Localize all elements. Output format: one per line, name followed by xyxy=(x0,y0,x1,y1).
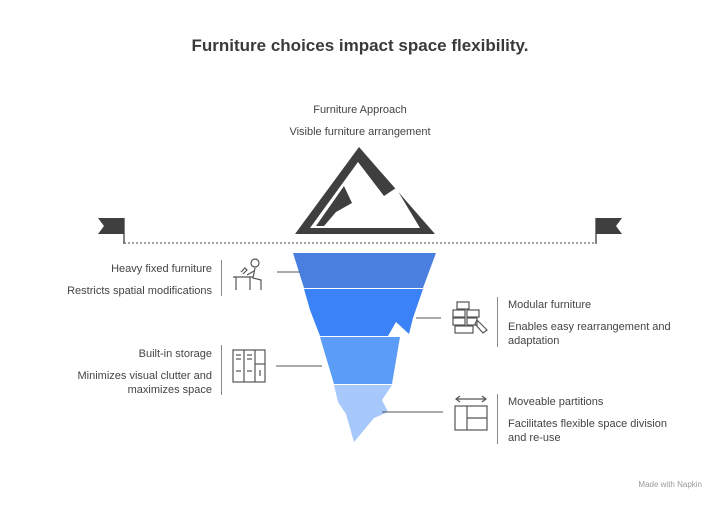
partition-layout-icon xyxy=(454,395,488,431)
item-3-description: Minimizes visual clutter and maximizes s… xyxy=(77,370,213,396)
iceberg-layer-3 xyxy=(320,337,400,384)
item-4-description: Facilitates flexible space division and … xyxy=(508,418,667,444)
storage-cabinet-icon xyxy=(232,349,266,383)
iceberg-layer-2 xyxy=(304,289,423,336)
item-1-divider xyxy=(221,260,222,296)
iceberg-layer-4 xyxy=(334,385,392,442)
right-flag-icon xyxy=(595,218,622,244)
item-3-label: Built-in storage xyxy=(138,348,212,360)
item-4-label: Moveable partitions xyxy=(508,396,604,408)
item-1-label: Heavy fixed furniture xyxy=(111,263,212,275)
page-title: Furniture choices impact space flexibili… xyxy=(191,36,529,55)
item-3-divider xyxy=(221,345,222,395)
item-4-divider xyxy=(497,394,498,444)
building-blocks-icon xyxy=(452,301,488,334)
mountain-icon xyxy=(295,147,435,234)
item-2-description: Enables easy rearrangement and adaptatio… xyxy=(508,321,671,347)
item-1-description: Restricts spatial modifications xyxy=(67,285,212,297)
person-at-desk-icon xyxy=(233,258,262,290)
made-with-napkin-label: Made with Napkin xyxy=(638,480,702,489)
iceberg-layer-1 xyxy=(293,253,436,288)
item-2-label: Modular furniture xyxy=(508,299,592,311)
top-label: Furniture Approach xyxy=(313,104,407,116)
item-2-divider xyxy=(497,297,498,347)
left-flag-icon xyxy=(98,218,125,244)
top-description: Visible furniture arrangement xyxy=(289,126,431,138)
